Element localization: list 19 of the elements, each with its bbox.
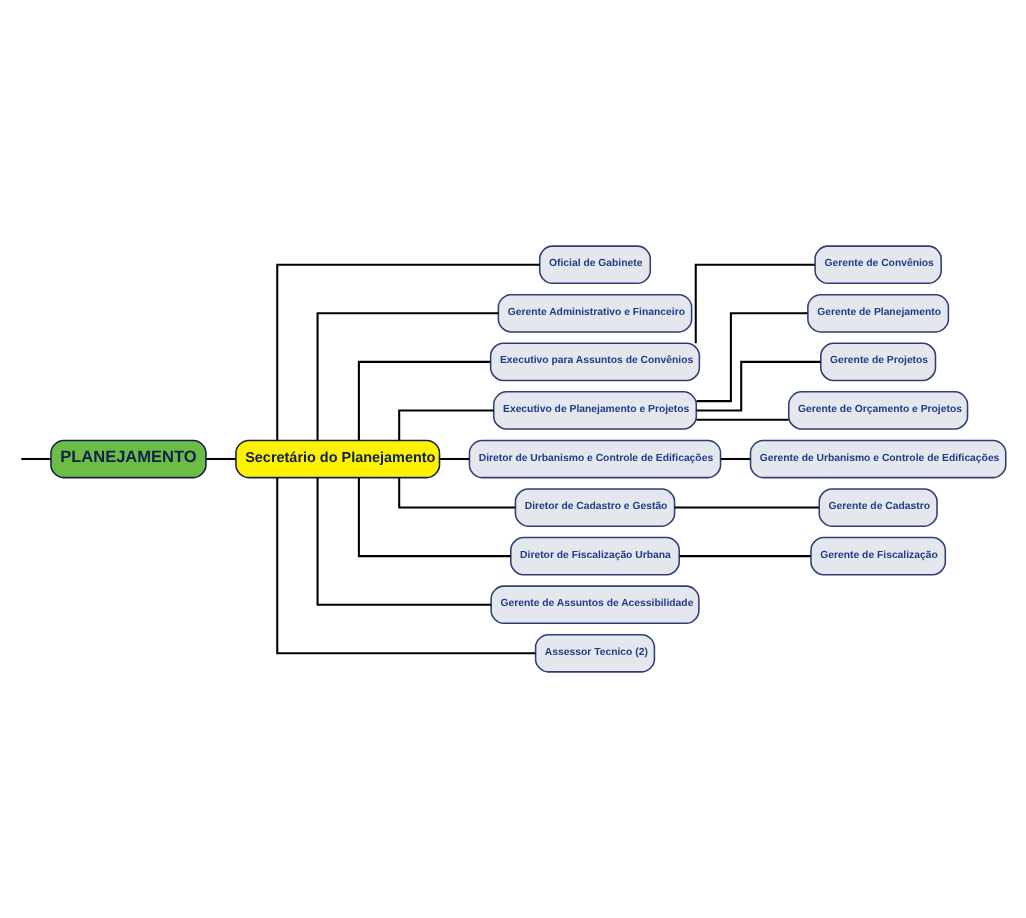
connector — [696, 312, 808, 403]
connector — [21, 457, 51, 461]
connector — [276, 477, 536, 655]
connector — [694, 263, 815, 344]
connector — [679, 555, 811, 558]
connector — [696, 418, 789, 421]
connector — [276, 263, 540, 441]
connector — [720, 457, 751, 461]
connector — [398, 409, 494, 441]
connector — [316, 477, 491, 606]
connector — [674, 506, 819, 509]
connector — [439, 457, 470, 461]
connector — [316, 312, 499, 441]
connector — [398, 477, 516, 509]
connector — [357, 477, 511, 558]
node-box: PLANEJAMENTO — [50, 439, 207, 479]
connector — [206, 457, 236, 461]
connector — [357, 360, 491, 441]
connector — [696, 360, 821, 412]
